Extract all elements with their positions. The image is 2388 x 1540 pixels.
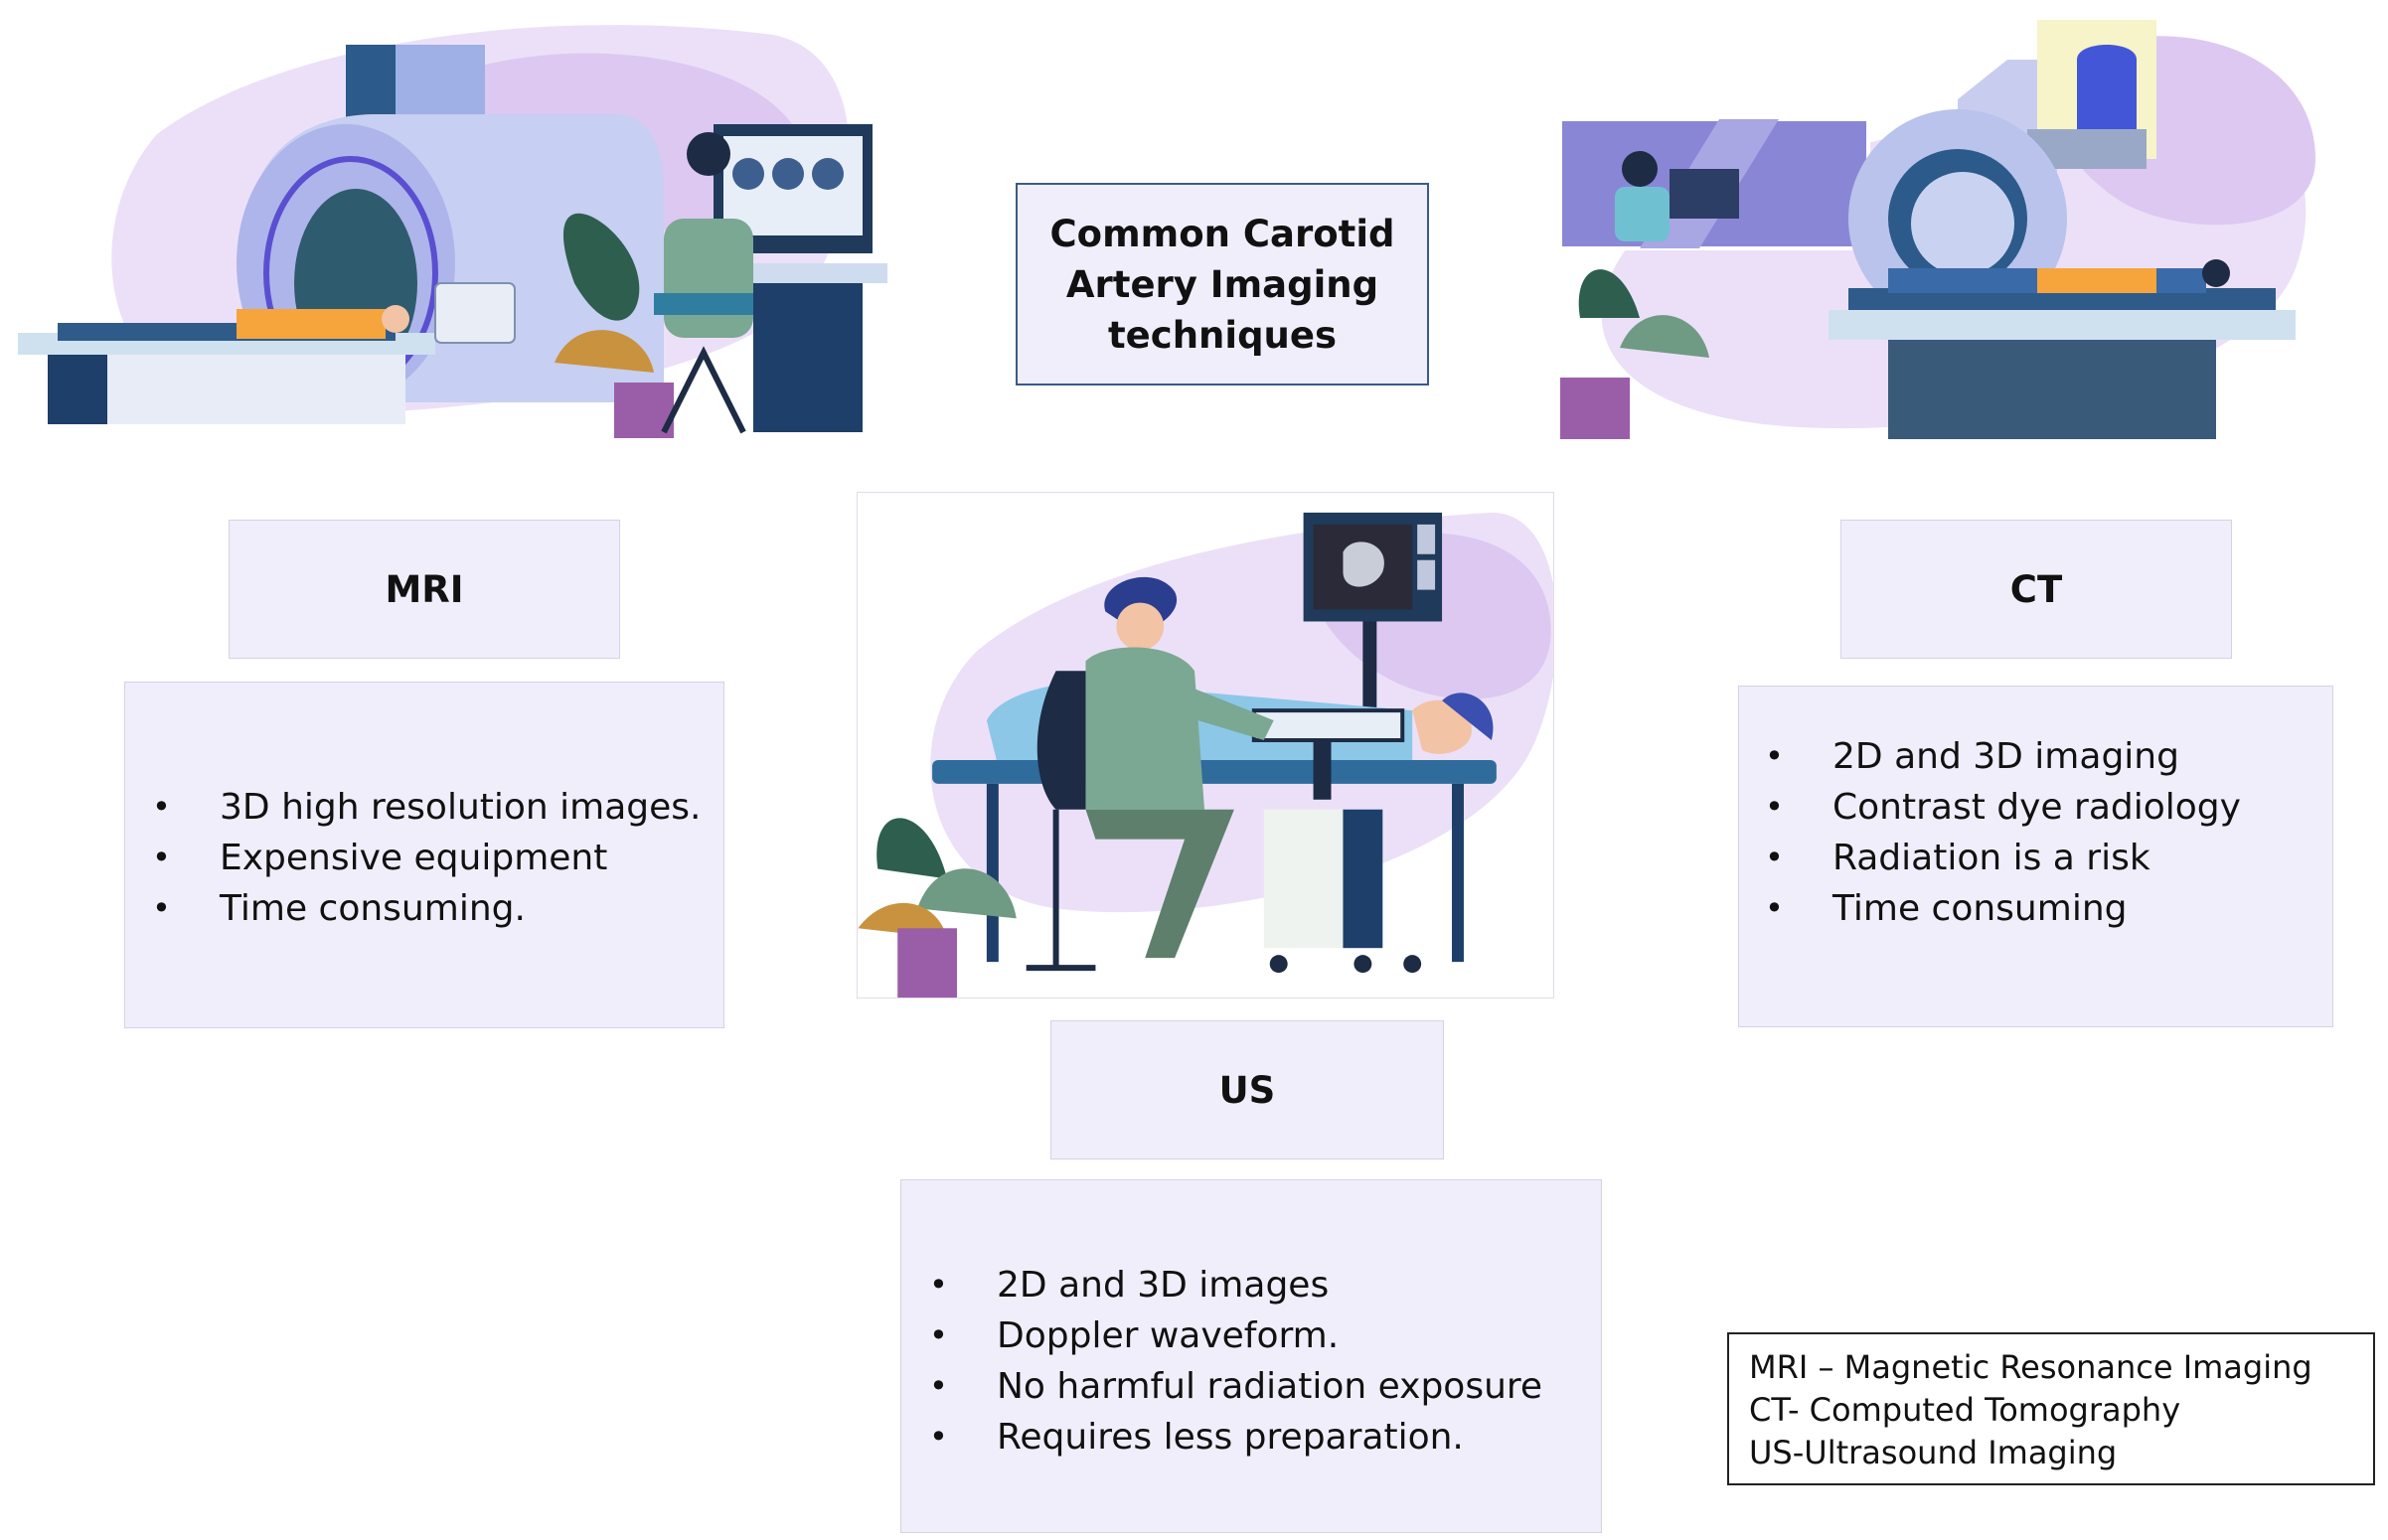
abbreviations-legend: MRI – Magnetic Resonance Imaging CT- Com… bbox=[1727, 1332, 2375, 1485]
list-item: Radiation is a risk bbox=[1765, 833, 2241, 883]
us-label-box: US bbox=[1050, 1020, 1444, 1159]
ct-label-box: CT bbox=[1840, 520, 2232, 659]
mri-points-list: 3D high resolution images. Expensive equ… bbox=[152, 782, 702, 934]
us-illustration bbox=[857, 492, 1554, 999]
list-item: Time consuming bbox=[1765, 883, 2241, 934]
list-item: 2D and 3D imaging bbox=[1765, 731, 2241, 782]
us-label: US bbox=[1218, 1068, 1276, 1112]
legend-item-ct: CT- Computed Tomography bbox=[1749, 1391, 2181, 1429]
ct-points-list: 2D and 3D imaging Contrast dye radiology… bbox=[1765, 731, 2241, 934]
legend-item-us: US-Ultrasound Imaging bbox=[1749, 1434, 2118, 1471]
list-item: Expensive equipment bbox=[152, 833, 702, 883]
list-item: Requires less preparation. bbox=[929, 1412, 1542, 1463]
ct-illustration bbox=[1560, 20, 2333, 439]
list-item: Doppler waveform. bbox=[929, 1310, 1542, 1361]
list-item: Contrast dye radiology bbox=[1765, 782, 2241, 833]
diagram-title: Common Carotid Artery Imaging techniques bbox=[1049, 212, 1395, 357]
mri-label-box: MRI bbox=[229, 520, 620, 659]
list-item: 3D high resolution images. bbox=[152, 782, 701, 833]
us-points-list: 2D and 3D images Doppler waveform. No ha… bbox=[929, 1260, 1542, 1463]
ct-label: CT bbox=[2009, 567, 2063, 611]
diagram-title-box: Common Carotid Artery Imaging techniques bbox=[1016, 183, 1429, 385]
mri-illustration bbox=[18, 25, 894, 438]
list-item: No harmful radiation exposure bbox=[929, 1361, 1542, 1412]
us-points-box: 2D and 3D images Doppler waveform. No ha… bbox=[900, 1179, 1602, 1533]
mri-label: MRI bbox=[385, 567, 464, 611]
mri-points-box: 3D high resolution images. Expensive equ… bbox=[124, 682, 724, 1028]
legend-item-mri: MRI – Magnetic Resonance Imaging bbox=[1749, 1348, 2312, 1386]
list-item: 2D and 3D images bbox=[929, 1260, 1542, 1310]
ct-points-box: 2D and 3D imaging Contrast dye radiology… bbox=[1738, 686, 2333, 1027]
list-item: Time consuming. bbox=[152, 883, 702, 934]
